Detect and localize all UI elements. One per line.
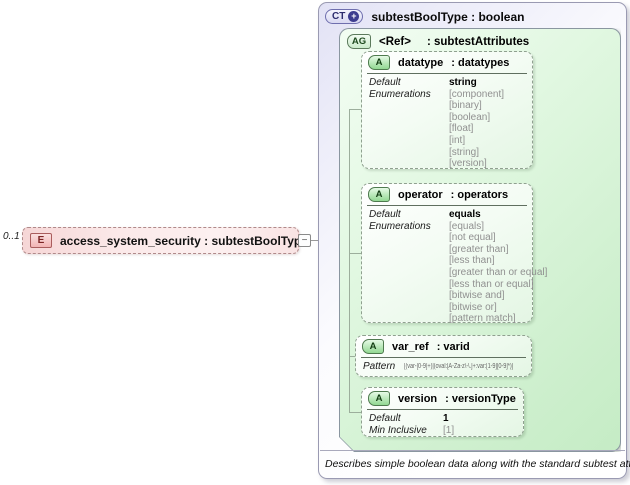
property-value: [not equal] (449, 232, 496, 244)
attribute-box-datatype[interactable]: A datatype : datatypes Default string Enu… (361, 51, 533, 169)
property-label (369, 158, 445, 170)
property-label (369, 232, 445, 244)
property-label (369, 267, 445, 279)
attribute-group-header[interactable]: AG <Ref> : subtestAttributes (340, 29, 620, 49)
property-label (369, 244, 445, 256)
attribute-group-type: : subtestAttributes (426, 35, 530, 48)
complex-type-title: subtestBoolType : boolean (371, 9, 525, 24)
property-label (369, 313, 445, 325)
property-value: [less than] (449, 255, 495, 267)
property-label: Enumerations (369, 220, 431, 232)
property-value: [equals] (449, 220, 485, 232)
attribute-title: A operator : operators (362, 184, 532, 204)
tree-stub-line (349, 356, 355, 357)
connector-line (311, 240, 319, 241)
attribute-icon: A (368, 391, 390, 406)
expand-plus-icon[interactable]: + (348, 11, 360, 22)
property-value: [string] (449, 146, 480, 158)
attribute-icon: A (368, 55, 390, 70)
attribute-name: datatype (398, 56, 444, 69)
property-value: [int] (449, 134, 466, 146)
property-value: [greater than] (449, 243, 509, 255)
attribute-group-name: <Ref> (379, 35, 411, 48)
complex-type-header: CT+ subtestBoolType : boolean (319, 3, 626, 24)
attribute-properties: Default equals Enumerations [equals] [not … (362, 206, 532, 328)
property-label: Min Inclusive (369, 424, 427, 436)
cardinality-label: 0..1 (3, 231, 20, 242)
property-label (369, 290, 445, 302)
attribute-type: : datatypes (451, 56, 510, 69)
title-separator (367, 409, 518, 410)
collapse-toggle-icon[interactable]: − (298, 234, 311, 247)
attribute-type: : operators (450, 188, 509, 201)
complex-type-badge-label: CT (332, 11, 346, 22)
property-label (369, 123, 445, 135)
title-separator (367, 73, 527, 74)
tree-stub-line (349, 109, 361, 110)
property-value: [pattern match] (449, 313, 516, 325)
attribute-name: var_ref (392, 340, 429, 353)
property-value: [greater than or equal] (449, 266, 548, 278)
attribute-name: version (398, 392, 438, 405)
property-value: [boolean] (449, 111, 491, 123)
element-icon: E (30, 233, 52, 248)
attribute-box-operator[interactable]: A operator : operators Default equals Enu… (361, 183, 533, 323)
property-label: Default (369, 209, 401, 220)
property-value: [version] (449, 158, 487, 170)
property-label (369, 279, 445, 291)
property-label (369, 147, 445, 159)
attribute-box-var-ref[interactable]: A var_ref : varid Pattern [(var-[0-9]+)|(… (355, 335, 532, 377)
property-value: [bitwise and] (449, 290, 505, 302)
property-value: [binary] (449, 100, 482, 112)
attribute-group-box: AG <Ref> : subtestAttributes A datatype … (339, 28, 621, 452)
attribute-properties: Pattern [(var-[0-9]+)|(oval:[A-Za-z\-\.]+… (356, 358, 531, 376)
attribute-box-version[interactable]: A version : versionType Default 1 Min Inc… (361, 387, 524, 437)
footer-separator (320, 450, 625, 451)
element-label: access_system_security : subtestBoolType (60, 233, 308, 248)
attribute-icon: A (368, 187, 390, 202)
property-label (369, 302, 445, 314)
property-value: 1 (443, 413, 449, 424)
attribute-group-inner: AG <Ref> : subtestAttributes A datatype … (340, 29, 620, 451)
title-separator (367, 205, 527, 206)
complex-type-box: CT+ subtestBoolType : boolean AG <Ref> :… (318, 2, 630, 479)
complex-type-badge[interactable]: CT+ (325, 9, 364, 24)
attribute-title: A var_ref : varid (356, 336, 531, 356)
property-label (369, 255, 445, 267)
property-value: [component] (449, 88, 505, 100)
attribute-properties: Default 1 Min Inclusive [1] (362, 410, 523, 439)
property-label (369, 112, 445, 124)
attribute-title: A version : versionType (362, 388, 523, 408)
property-value: string (449, 77, 477, 88)
property-value: [less than or equal] (449, 278, 534, 290)
property-label (369, 135, 445, 147)
attribute-type: : varid (436, 340, 470, 353)
attribute-name: operator (398, 188, 443, 201)
attribute-properties: Default string Enumerations [component] [b… (362, 74, 532, 173)
attribute-title: A datatype : datatypes (362, 52, 532, 72)
tree-stub-line (349, 412, 361, 413)
attribute-icon: A (362, 339, 384, 354)
tree-stub-line (349, 253, 361, 254)
attribute-type: : versionType (445, 392, 516, 405)
property-label: Default (369, 77, 401, 88)
property-value: [bitwise or] (449, 301, 497, 313)
title-separator (361, 357, 526, 358)
property-value: [1] (443, 424, 455, 436)
type-description: Describes simple boolean data along with… (325, 458, 630, 470)
property-value: equals (449, 209, 481, 220)
property-value: [float] (449, 123, 474, 135)
property-label (369, 100, 445, 112)
property-label: Default (369, 413, 401, 424)
tree-trunk-line (349, 109, 350, 412)
attribute-group-icon: AG (347, 34, 371, 49)
property-label: Pattern (363, 361, 396, 372)
property-value: [(var-[0-9]+)|(oval:[A-Za-z\-\.]+:var:[1… (404, 363, 514, 370)
property-label: Enumerations (369, 88, 431, 100)
element-box-access-system-security[interactable]: E access_system_security : subtestBoolTy… (22, 227, 308, 254)
